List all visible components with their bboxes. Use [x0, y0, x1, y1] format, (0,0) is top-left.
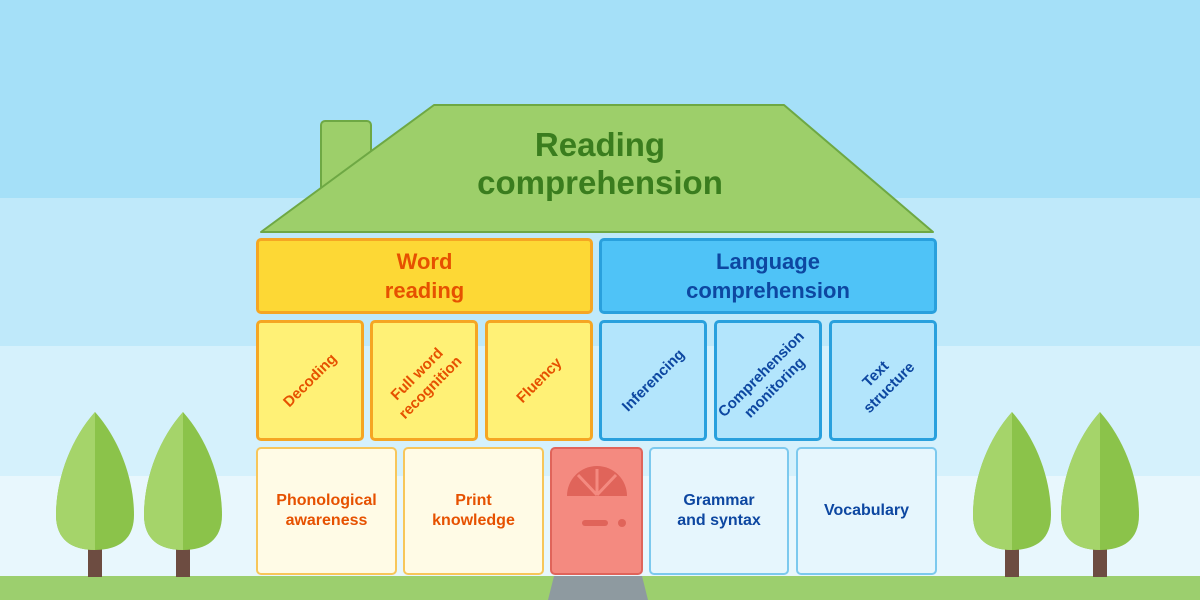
tree-icon — [973, 412, 1051, 577]
word-subskill-label: Fluency — [512, 354, 566, 407]
language-subskill-inferencing: Inferencing — [599, 320, 707, 441]
foundation-grammar-and-syntax: Grammar and syntax — [649, 447, 789, 575]
language-subskill-comprehension-monitoring: Comprehension monitoring — [714, 320, 822, 441]
word-subskill-label: Decoding — [279, 350, 341, 411]
word-subskill-fluency: Fluency — [485, 320, 593, 441]
tree-icon — [144, 412, 222, 577]
roof — [260, 104, 934, 233]
tree-icon — [1061, 412, 1139, 577]
foundation-label: Vocabulary — [823, 502, 910, 519]
language-subskill-label: Comprehension monitoring — [714, 327, 809, 421]
foundation-print-knowledge: Print knowledge — [403, 447, 544, 575]
door-path — [548, 576, 648, 600]
door-window-icon — [567, 466, 627, 527]
word-reading-header: Word reading — [256, 238, 593, 314]
foundation-label: Phonological awareness — [276, 492, 377, 529]
foundation-label: Grammar and syntax — [677, 492, 761, 529]
language-subskill-label: Text structure — [859, 357, 919, 417]
tree-icon — [56, 412, 134, 577]
word-subskill-decoding: Decoding — [256, 320, 364, 441]
language-comprehension-header-label: Language comprehension — [686, 249, 850, 303]
language-subskill-label: Inferencing — [618, 345, 688, 416]
word-subskill-full-word-recognition: Full word recognition — [370, 320, 478, 441]
door — [550, 447, 643, 575]
foundation-vocabulary: Vocabulary — [796, 447, 937, 575]
foundation-label: Print knowledge — [432, 492, 515, 529]
word-reading-header-label: Word reading — [384, 249, 465, 303]
word-subskill-label: Full word recognition — [387, 344, 466, 423]
language-subskill-text-structure: Text structure — [829, 320, 937, 441]
foundation-phonological-awareness: Phonological awareness — [256, 447, 397, 575]
language-comprehension-header: Language comprehension — [599, 238, 937, 314]
roof-title: Reading comprehension — [477, 126, 723, 201]
